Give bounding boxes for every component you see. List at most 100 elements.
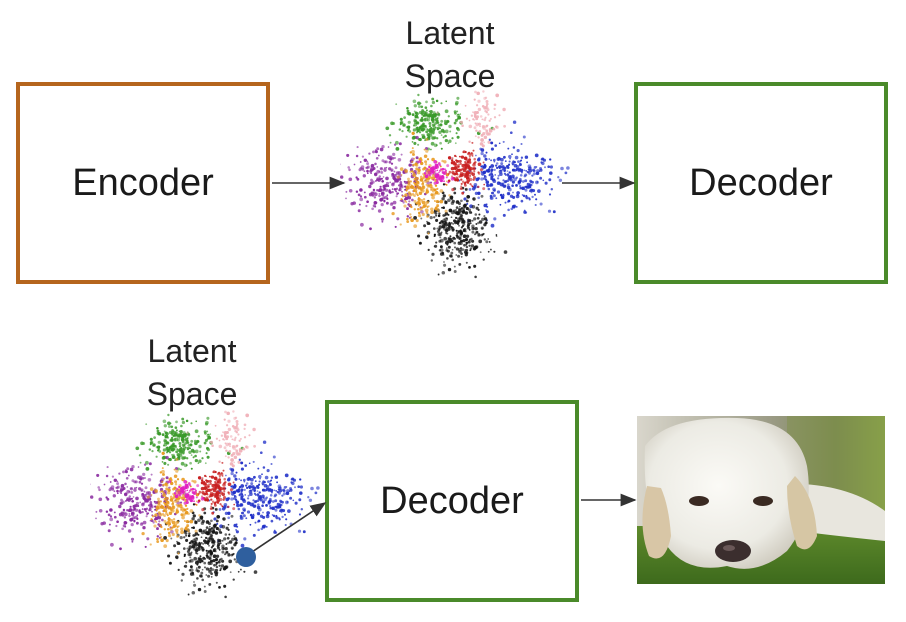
latent-point — [487, 132, 491, 136]
latent-point — [131, 540, 134, 543]
latent-point — [98, 509, 103, 513]
latent-point — [508, 160, 511, 163]
latent-point — [431, 97, 435, 101]
latent-point — [254, 521, 257, 524]
latent-point — [243, 436, 247, 439]
latent-point — [411, 131, 415, 135]
latent-point — [479, 251, 482, 254]
latent-point — [243, 423, 247, 427]
latent-point — [441, 197, 445, 201]
latent-point — [445, 240, 449, 245]
latent-point — [314, 491, 318, 495]
latent-point — [394, 225, 397, 228]
latent-point — [426, 215, 429, 218]
latent-point — [418, 110, 423, 115]
latent-point — [161, 518, 164, 522]
latent-point — [142, 495, 145, 498]
latent-point — [258, 483, 261, 486]
latent-point — [140, 489, 143, 492]
latent-point — [385, 126, 390, 131]
latent-point — [424, 119, 427, 122]
latent-point — [425, 147, 428, 150]
latent-point — [412, 153, 415, 156]
latent-point — [369, 227, 372, 231]
latent-point — [203, 590, 207, 593]
latent-point — [142, 472, 146, 477]
latent-point — [130, 537, 135, 541]
latent-point — [442, 194, 446, 198]
latent-point — [215, 581, 218, 584]
latent-point — [418, 166, 421, 170]
latent-point — [391, 190, 394, 194]
latent-point — [127, 497, 131, 500]
latent-point — [239, 514, 243, 518]
latent-point — [116, 482, 120, 486]
latent-point — [122, 508, 126, 512]
latent-point — [229, 445, 231, 448]
latent-point — [109, 517, 114, 522]
latent-point — [230, 471, 234, 476]
latent-point — [282, 492, 286, 496]
latent-point — [485, 219, 488, 222]
latent-point — [242, 499, 247, 504]
latent-point — [90, 495, 94, 499]
latent-point — [456, 200, 460, 203]
latent-point — [490, 159, 493, 162]
latent-point — [188, 450, 192, 455]
latent-point — [503, 250, 508, 254]
latent-point — [126, 467, 130, 471]
latent-point — [258, 474, 262, 479]
latent-point — [145, 467, 150, 471]
latent-point — [190, 454, 193, 456]
latent-point — [465, 180, 469, 184]
latent-point — [506, 185, 511, 190]
latent-point — [467, 240, 471, 244]
latent-point — [234, 445, 238, 448]
latent-point — [156, 445, 161, 449]
latent-point — [453, 191, 457, 195]
latent-point — [416, 194, 419, 197]
latent-point — [477, 107, 482, 112]
latent-point — [472, 111, 474, 113]
latent-point — [421, 109, 425, 112]
latent-point — [225, 526, 229, 530]
latent-point — [431, 167, 435, 171]
latent-point — [128, 513, 131, 515]
latent-point — [223, 584, 227, 588]
latent-point — [239, 437, 242, 440]
latent-point — [122, 524, 126, 528]
latent-point — [528, 183, 532, 187]
latent-point — [446, 249, 450, 253]
latent-point — [233, 474, 237, 478]
latent-point — [205, 574, 208, 576]
latent-point — [145, 515, 148, 518]
latent-point — [411, 170, 414, 173]
latent-point — [234, 416, 238, 419]
latent-point — [460, 169, 463, 171]
latent-point — [284, 473, 289, 478]
latent-point — [485, 210, 489, 214]
latent-point — [455, 220, 460, 225]
latent-point — [179, 535, 183, 540]
latent-point — [181, 438, 184, 441]
latent-point — [219, 569, 222, 572]
latent-point — [400, 120, 404, 124]
latent-point — [489, 248, 492, 251]
latent-point — [233, 461, 236, 464]
latent-point — [129, 467, 134, 472]
latent-point — [415, 167, 419, 171]
latent-point — [288, 490, 291, 493]
latent-point — [447, 156, 452, 160]
latent-point — [138, 480, 142, 484]
latent-point — [248, 501, 251, 504]
latent-point — [275, 505, 280, 510]
latent-point — [206, 416, 210, 420]
latent-point — [490, 141, 494, 145]
latent-point — [302, 530, 306, 534]
latent-point — [455, 229, 458, 232]
latent-point — [178, 542, 181, 545]
latent-point — [156, 535, 159, 538]
latent-point — [270, 462, 273, 466]
latent-point — [549, 165, 554, 169]
latent-point — [395, 195, 398, 198]
